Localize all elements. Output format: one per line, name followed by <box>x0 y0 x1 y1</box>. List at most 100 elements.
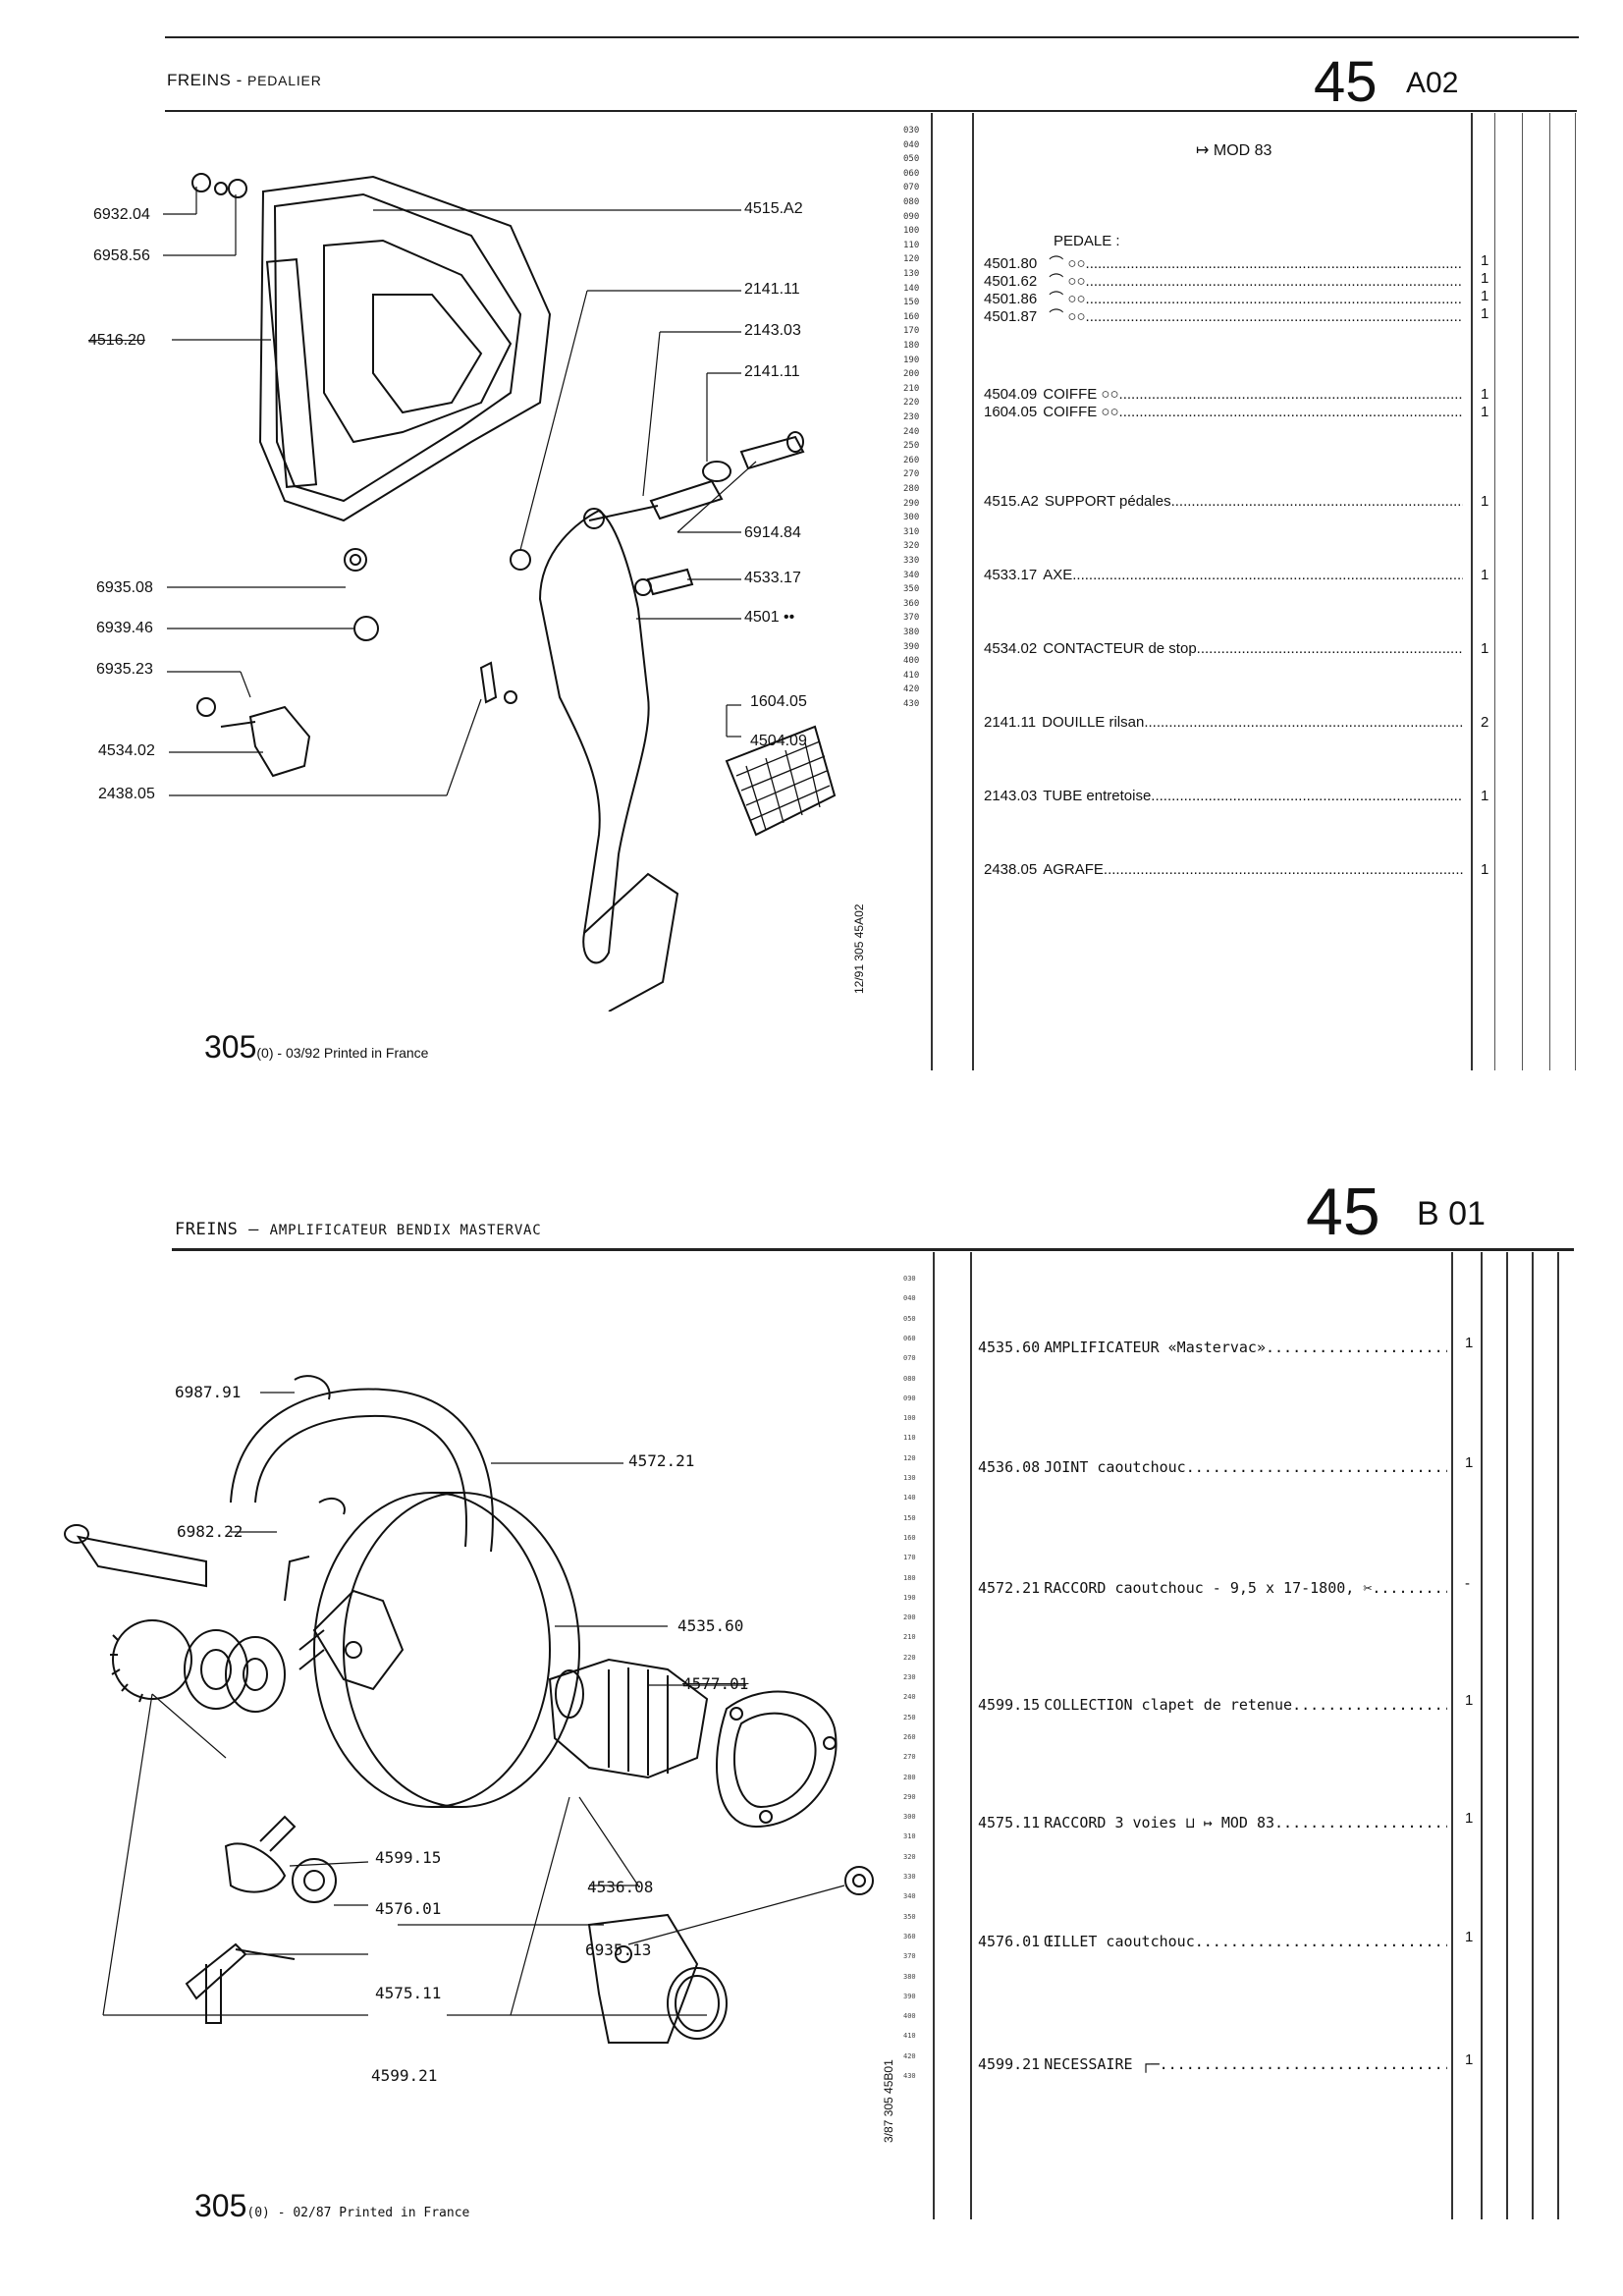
line-number: 370 <box>903 613 920 624</box>
part-desc: RACCORD 3 voies <box>1044 1814 1177 1831</box>
part-desc-mod: MOD 83 <box>1220 1814 1275 1831</box>
leader-dots: ........................................… <box>1159 2055 1447 2073</box>
page1-mod-text: MOD 83 <box>1213 142 1272 159</box>
line-number: 060 <box>903 1334 916 1342</box>
part-qty: 1 <box>1465 1692 1474 1709</box>
part-row: 4501.80⌒ ○○.............................… <box>984 252 1463 273</box>
leader-dots: ........................................… <box>1292 1696 1447 1714</box>
line-number: 150 <box>903 1513 916 1522</box>
leader-dots: ........................................… <box>1103 861 1463 878</box>
callout-label: 2141.11 <box>744 363 800 380</box>
leader-dots: ........................................… <box>1144 714 1463 731</box>
page2-group-number: 45 <box>1306 1175 1380 1249</box>
part-ref: 4501.87 <box>984 308 1038 325</box>
line-number: 150 <box>903 298 920 308</box>
page2-footer: 305(0) - 02/87 Printed in France <box>194 2188 469 2224</box>
page1-col-line <box>1494 113 1495 1070</box>
pedal-variant-icon: ⌒ ○○ <box>1049 273 1086 290</box>
part-qty: 1 <box>1481 288 1489 304</box>
callout-label: 4504.09 <box>750 733 807 749</box>
callout-label: 4533.17 <box>744 570 801 586</box>
line-number: 100 <box>903 1414 916 1423</box>
line-number: 370 <box>903 1952 916 1961</box>
line-number: 430 <box>903 699 920 709</box>
line-number: 040 <box>903 139 920 150</box>
line-number: 140 <box>903 283 920 294</box>
part-qty: 1 <box>1481 252 1489 269</box>
callout-label: 6935.23 <box>96 661 153 678</box>
line-number: 380 <box>903 628 920 637</box>
callout-label: 6932.04 <box>93 206 150 223</box>
line-number: 220 <box>903 1653 916 1662</box>
part-ref: 2141.11 <box>984 714 1037 731</box>
part-ref: 4535.60 <box>978 1339 1041 1356</box>
leader-dots: ........................................… <box>1266 1339 1447 1356</box>
page2-footer-num: 305 <box>194 2188 247 2223</box>
line-number: 050 <box>903 1314 916 1323</box>
page1-pedale-label: PEDALE : <box>1054 233 1120 249</box>
part-desc: COIFFE <box>1043 404 1098 420</box>
line-number: 380 <box>903 1972 916 1981</box>
line-number: 330 <box>903 1873 916 1881</box>
line-number: 230 <box>903 1673 916 1681</box>
page2-title: FREINS – AMPLIFICATEUR BENDIX MASTERVAC <box>175 1220 542 1239</box>
callout-label: 4534.02 <box>98 742 155 759</box>
page2-title-sub: AMPLIFICATEUR BENDIX MASTERVAC <box>269 1223 542 1238</box>
part-ref: 4501.62 <box>984 273 1038 290</box>
part-ref: 4576.01 <box>978 1933 1041 1950</box>
leader-dots: ........................................… <box>1185 1458 1447 1476</box>
line-number: 280 <box>903 484 920 494</box>
line-number: 340 <box>903 1892 916 1901</box>
page2-col-line <box>970 1252 972 2219</box>
callout-label: 6982.22 <box>177 1522 243 1541</box>
line-number: 260 <box>903 1732 916 1741</box>
page2-col-line <box>1451 1252 1453 2219</box>
arrow-icon: ⊔ ↦ <box>1176 1814 1221 1831</box>
part-ref: 4599.15 <box>978 1696 1041 1714</box>
callout-label: 2141.11 <box>744 281 800 298</box>
line-number: 320 <box>903 541 920 552</box>
part-qty: 1 <box>1465 1929 1474 1945</box>
callout-label: 4577.01 <box>682 1674 749 1693</box>
leader-dots: ........................................… <box>1085 291 1463 307</box>
line-number: 210 <box>903 1633 916 1642</box>
line-number: 110 <box>903 1434 916 1443</box>
line-number: 030 <box>903 1275 916 1283</box>
pedal-variant-icon: ⌒ ○○ <box>1049 308 1086 325</box>
page1-title: FREINS - PEDALIER <box>167 71 322 89</box>
part-qty: 1 <box>1481 493 1489 510</box>
part-row: 4501.62⌒ ○○.............................… <box>984 270 1463 291</box>
line-number: 280 <box>903 1773 916 1781</box>
line-number: 270 <box>903 469 920 480</box>
page2-group-code: B 01 <box>1417 1195 1486 1232</box>
line-number: 080 <box>903 1374 916 1383</box>
leader-dots: ........................................… <box>1372 1579 1447 1597</box>
page1-mod-note: ↦ MOD 83 <box>1196 140 1271 160</box>
line-number: 310 <box>903 526 920 537</box>
leader-dots: ........................................… <box>1085 308 1463 325</box>
leader-dots: ........................................… <box>1194 1933 1447 1950</box>
leader-dots: ........................................… <box>1170 493 1463 510</box>
line-number: 390 <box>903 641 920 652</box>
line-number: 210 <box>903 383 920 394</box>
part-desc: SUPPORT pédales <box>1044 493 1171 510</box>
page1-header-rule <box>165 110 1577 112</box>
part-qty: 1 <box>1481 305 1489 322</box>
brake-booster-diagram <box>64 1375 874 2044</box>
callout-label: 6935.08 <box>96 579 153 596</box>
callout-label: 6939.46 <box>96 620 153 636</box>
part-ref: 4501.86 <box>984 291 1038 307</box>
leader-dots: ........................................… <box>1118 386 1463 403</box>
part-desc: NECESSAIRE <box>1044 2055 1133 2073</box>
line-number: 080 <box>903 197 920 207</box>
part-ref: 4575.11 <box>978 1814 1041 1831</box>
part-ref: 2143.03 <box>984 788 1038 804</box>
